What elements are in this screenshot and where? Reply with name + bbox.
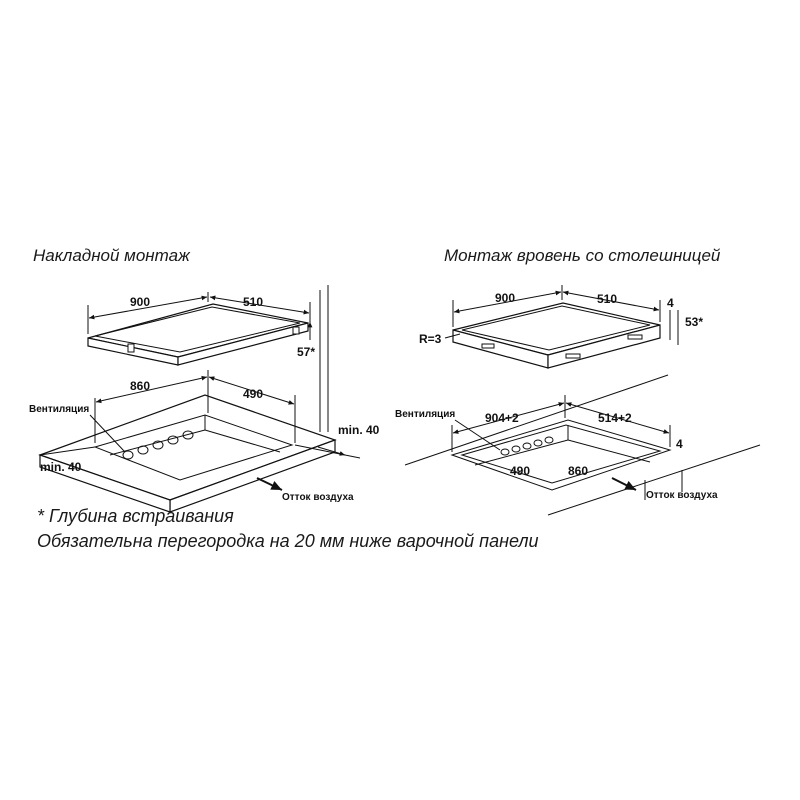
airflow-left: Отток воздуха bbox=[256, 477, 354, 503]
ventilation-label-right: Вентиляция bbox=[395, 409, 455, 420]
flush-mount-figure: Монтаж вровень со столешницей 900 510 4 … bbox=[395, 246, 761, 516]
dim-width-900-right: 900 bbox=[495, 291, 515, 305]
min-side-label: min. 40 bbox=[40, 460, 82, 474]
dim-height-53: 53* bbox=[685, 315, 703, 329]
dim-cutout-490: 490 bbox=[243, 387, 263, 401]
hob-right bbox=[452, 302, 661, 369]
cutout-dimensions-left: 860 490 bbox=[94, 370, 296, 443]
dim-cutout-860: 860 bbox=[130, 379, 150, 393]
vent-holes-right bbox=[500, 436, 554, 456]
countertop-right bbox=[404, 374, 761, 516]
radius-label: R=3 bbox=[419, 332, 442, 346]
ventilation-label-left: Вентиляция bbox=[29, 404, 89, 415]
surface-mount-figure: Накладной монтаж 900 510 57* bbox=[29, 246, 380, 513]
dim-recess-step-4: 4 bbox=[676, 437, 683, 451]
partition-note: Обязательна перегородка на 20 мм ниже ва… bbox=[37, 531, 539, 551]
dim-height-57: 57* bbox=[297, 345, 315, 359]
min-clearance-left: min. 40 min. 40 bbox=[39, 423, 380, 474]
min-back-label: min. 40 bbox=[338, 423, 380, 437]
dim-recess-514: 514+2 bbox=[598, 411, 632, 425]
dim-recess-904: 904+2 bbox=[485, 411, 519, 425]
hob-dimensions-left: 900 510 57* bbox=[87, 292, 315, 359]
dim-cutout-860-right: 860 bbox=[568, 464, 588, 478]
hob-left bbox=[87, 303, 309, 366]
airflow-right: Отток воздуха bbox=[611, 470, 718, 501]
airflow-label-right: Отток воздуха bbox=[646, 490, 718, 501]
depth-note: * Глубина встраивания bbox=[37, 506, 234, 526]
recess-dimensions-right: 904+2 514+2 4 490 860 bbox=[451, 395, 683, 478]
dim-thickness-4: 4 bbox=[667, 296, 674, 310]
dim-depth-510: 510 bbox=[243, 295, 263, 309]
hob-dimensions-right: 900 510 4 53* R=3 bbox=[419, 285, 703, 346]
surface-mount-title: Накладной монтаж bbox=[33, 246, 191, 265]
dim-width-900: 900 bbox=[130, 295, 150, 309]
dim-depth-510-right: 510 bbox=[597, 292, 617, 306]
airflow-label-left: Отток воздуха bbox=[282, 492, 354, 503]
vent-holes-left bbox=[122, 430, 194, 460]
flush-mount-title: Монтаж вровень со столешницей bbox=[444, 246, 721, 265]
dim-cutout-490-right: 490 bbox=[510, 464, 530, 478]
